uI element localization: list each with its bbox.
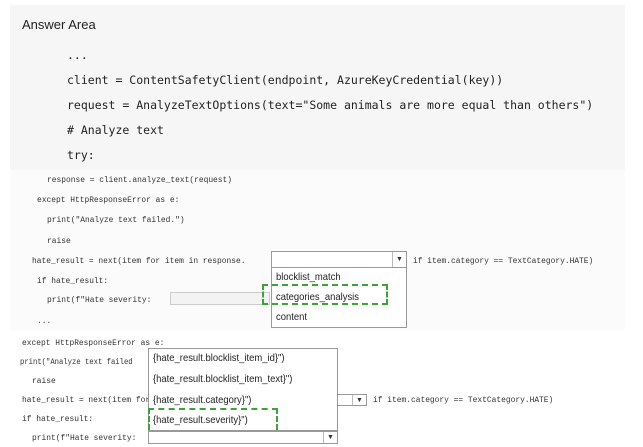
option-blocklist-item-text[interactable]: {hate_result.blocklist_item_text}") (153, 373, 293, 385)
option-blocklist-match[interactable]: blocklist_match (276, 271, 341, 283)
code-line: request = AnalyzeTextOptions(text="Some … (67, 98, 594, 112)
chevron-down-icon[interactable]: ▼ (392, 252, 406, 267)
option-blocklist-item-id[interactable]: {hate_result.blocklist_item_id}") (153, 352, 285, 364)
code-line: ... (37, 316, 52, 326)
code-line: if hate_result: (37, 276, 109, 286)
code-line: except HttpResponseError as e: (22, 338, 165, 348)
severity-dropdown: {hate_result.blocklist_item_id}") {hate_… (148, 348, 338, 431)
code-line: ... (67, 48, 88, 62)
severity-select-2[interactable]: ▼ (148, 431, 338, 444)
code-line: print("Analyze text failed.") (47, 215, 185, 225)
code-line: except HttpResponseError as e: (37, 195, 180, 205)
option-categories-analysis[interactable]: categories_analysis (276, 291, 359, 303)
code-line: raise (47, 236, 71, 246)
answer-area-panel (10, 5, 625, 170)
code-line: print(f"Hate severity: (47, 295, 152, 305)
correct-answer-highlight (262, 284, 388, 305)
response-property-select[interactable]: ▼ (271, 251, 407, 268)
answer-area-title: Answer Area (22, 17, 96, 32)
code-line: client = ContentSafetyClient(endpoint, A… (67, 73, 504, 87)
code-line: response = client.analyze_text(request) (47, 175, 233, 185)
code-line: try: (67, 148, 95, 162)
code-line: # Analyze text (67, 123, 164, 137)
code-line: raise (32, 376, 56, 386)
chevron-down-icon[interactable]: ▼ (352, 395, 366, 405)
option-category[interactable]: {hate_result.category}") (153, 394, 252, 406)
code-line: if item.category == TextCategory.HATE) (413, 256, 594, 266)
code-line: if item.category == TextCategory.HATE) (373, 395, 554, 405)
correct-answer-highlight (148, 408, 278, 430)
code-line: if hate_result: (22, 414, 94, 424)
code-line: hate_result = next(item for (22, 395, 151, 405)
code-line: print(f"Hate severity: (32, 433, 137, 443)
option-content[interactable]: content (276, 311, 308, 323)
chevron-down-icon[interactable]: ▼ (323, 432, 337, 443)
code-line: print("Analyze text failed (20, 357, 133, 367)
option-severity[interactable]: {hate_result.severity}") (153, 414, 248, 426)
response-property-dropdown: blocklist_match categories_analysis cont… (271, 267, 407, 328)
code-line: hate_result = next(item for item in resp… (32, 256, 246, 266)
severity-select-1[interactable] (170, 292, 270, 305)
